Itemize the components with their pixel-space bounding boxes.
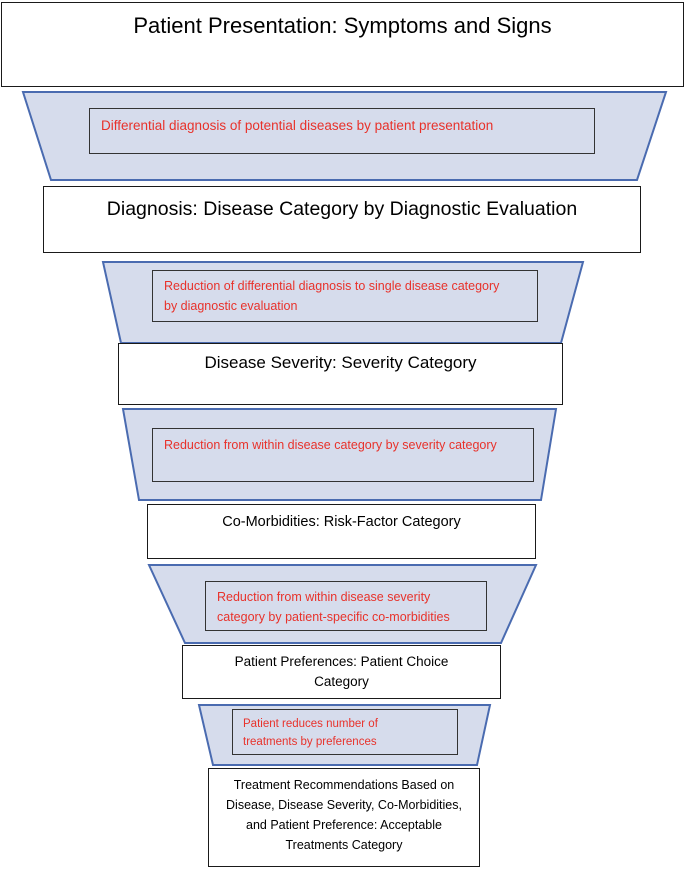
reduction-text: Reduction from within disease category b… <box>164 438 497 452</box>
funnel-segment-4 <box>147 564 538 644</box>
reduction-text-line: Reduction from within disease severity <box>217 590 431 604</box>
stage-title-line: Category <box>314 674 369 689</box>
funnel-segment-5 <box>197 704 492 766</box>
reduction-text-line: by diagnostic evaluation <box>164 299 298 313</box>
stage-disease-severity: Disease Severity: Severity Category <box>118 343 563 405</box>
stage-treatment-recommendations: Treatment Recommendations Based on Disea… <box>208 768 480 867</box>
stage-title: Patient Presentation: Symptoms and Signs <box>133 13 552 38</box>
stage-title-line: Treatment Recommendations Based on <box>233 778 455 792</box>
stage-diagnosis: Diagnosis: Disease Category by Diagnosti… <box>43 186 641 253</box>
reduction-patient-preferences: Patient reduces number of treatments by … <box>232 709 458 755</box>
stage-title-line: Patient Preferences: Patient Choice <box>234 654 449 669</box>
funnel-segment-1 <box>21 91 668 181</box>
reduction-text-line: Reduction of differential diagnosis to s… <box>164 279 500 293</box>
stage-co-morbidities: Co-Morbidities: Risk-Factor Category <box>147 504 536 559</box>
reduction-text-line: Patient reduces number of <box>243 718 378 730</box>
reduction-text-line: treatments by preferences <box>243 736 377 748</box>
stage-title: Disease Severity: Severity Category <box>204 353 477 372</box>
stage-title: Co-Morbidities: Risk-Factor Category <box>222 514 461 530</box>
stage-patient-preferences: Patient Preferences: Patient Choice Cate… <box>182 645 501 699</box>
reduction-co-morbidities: Reduction from within disease severity c… <box>205 581 487 631</box>
reduction-severity-category: Reduction from within disease category b… <box>152 428 534 482</box>
stage-title: Diagnosis: Disease Category by Diagnosti… <box>106 198 578 220</box>
reduction-differential-diagnosis: Differential diagnosis of potential dise… <box>89 108 595 154</box>
stage-title-line: Disease, Disease Severity, Co-Morbiditie… <box>226 798 462 812</box>
stage-title-line: and Patient Preference: Acceptable <box>246 818 442 832</box>
stage-title-line: Treatments Category <box>285 838 403 852</box>
stage-patient-presentation: Patient Presentation: Symptoms and Signs <box>1 2 684 87</box>
reduction-single-disease-category: Reduction of differential diagnosis to s… <box>152 270 538 322</box>
reduction-text-line: category by patient-specific co-morbidit… <box>217 610 450 624</box>
funnel-segment-3 <box>121 408 558 501</box>
reduction-text: Differential diagnosis of potential dise… <box>101 118 494 133</box>
